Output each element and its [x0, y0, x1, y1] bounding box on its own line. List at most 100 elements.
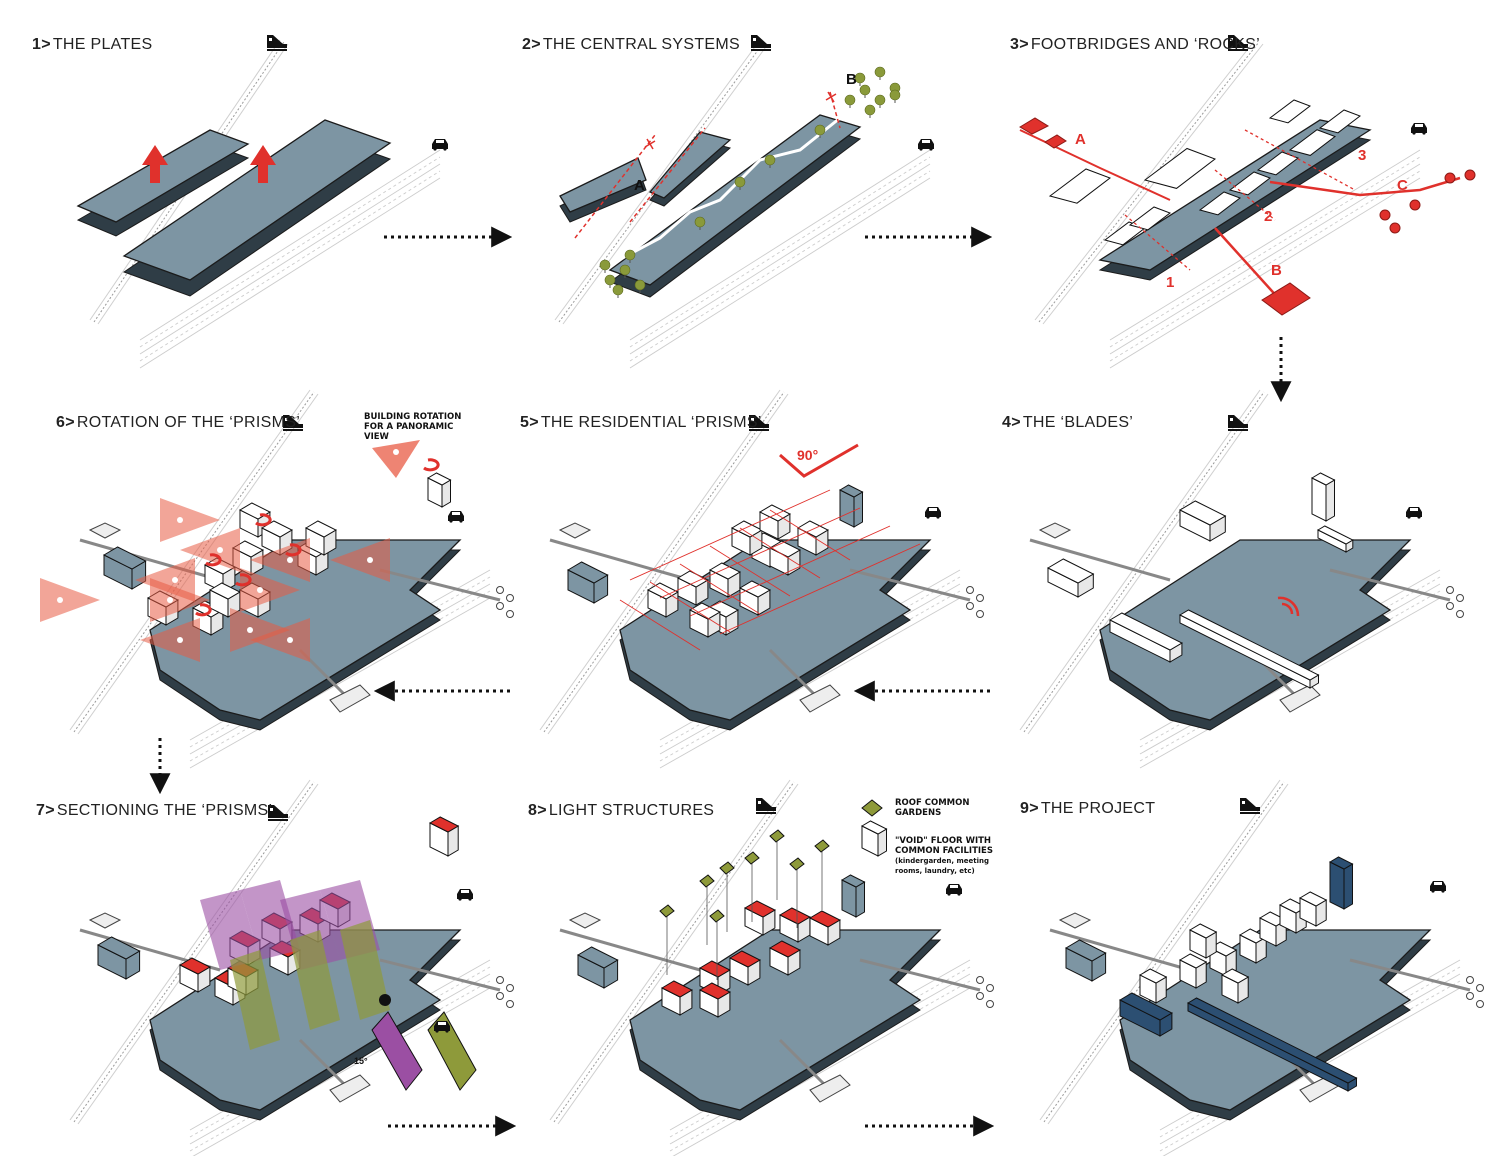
step7-railway-track: [73, 781, 315, 1123]
step2-tree: [612, 284, 624, 298]
car-wheel: [468, 897, 472, 901]
footbridge-c: [379, 958, 501, 992]
step3-pavilion-a: [1019, 117, 1050, 135]
train-icon: [751, 35, 771, 51]
step4-blade-east-top: [1316, 525, 1354, 545]
step-title-text: SECTIONING THE ‘PRISMS’: [56, 802, 273, 819]
step3-pavilion-c: [1409, 199, 1421, 211]
step3-rock: [1256, 151, 1300, 176]
car-window: [1434, 882, 1442, 885]
step-separator: >: [1029, 800, 1039, 817]
step6-road-lane: [189, 597, 491, 769]
pavilion-c: [1476, 984, 1484, 992]
step3-label-3: 3: [1358, 147, 1366, 164]
step9-road-lane: [1159, 987, 1461, 1159]
step2-cut-line-a: [574, 134, 656, 239]
step7-view-section: [340, 920, 390, 1020]
step4-blade-long: [1178, 609, 1320, 689]
pavilion-c: [976, 992, 984, 1000]
step9-blade-long: [1186, 997, 1358, 1092]
step9-block: [1064, 939, 1107, 982]
step2-label-b: B: [846, 71, 857, 88]
step-title-text: LIGHT STRUCTURES: [548, 802, 715, 819]
step7-sun-section: [200, 890, 260, 970]
eye-icon: [247, 627, 253, 633]
tree-crown: [864, 104, 876, 116]
car-icon: [434, 1021, 450, 1033]
step5-prism: [676, 570, 709, 606]
step3-plate-top: [1098, 119, 1372, 271]
car-icon: [1430, 881, 1446, 893]
car-wheel: [1431, 889, 1435, 893]
train-window: [285, 418, 288, 421]
train-base: [756, 812, 776, 814]
step6-prism: [208, 582, 241, 618]
car-wheel: [929, 147, 933, 151]
car-wheel: [459, 519, 463, 523]
car-wheel: [957, 892, 961, 896]
step5-grid-line: [619, 599, 701, 651]
pavilion-a: [88, 522, 122, 539]
step2-tree: [874, 94, 886, 108]
step2-tree: [874, 66, 886, 80]
step2-tree: [599, 259, 611, 273]
rotation-arrow-icon: [423, 458, 440, 472]
footbridge-b: [298, 1038, 352, 1092]
footbridge-a: [1049, 928, 1191, 972]
step3-label-c: C: [1397, 177, 1408, 194]
step9-building: [1238, 928, 1268, 964]
step8-prism-top: [778, 907, 811, 925]
pavilion-b: [329, 1074, 371, 1103]
car-wheel: [919, 147, 923, 151]
step3-road-lane: [1109, 163, 1421, 355]
step-number: 2: [522, 36, 532, 53]
step-4-title: 4>THE ‘BLADES’: [1002, 414, 1133, 432]
step8-footbridges: [559, 912, 994, 1103]
step2-cut-line-a2: [629, 127, 706, 223]
step8-prism: [728, 950, 761, 986]
step5-railway: [539, 389, 789, 735]
step6-prism: [304, 520, 337, 556]
step5-grid-line: [689, 525, 891, 617]
step2-tree: [814, 124, 826, 138]
step5-prism-top: [676, 570, 709, 588]
step9-building: [1138, 968, 1168, 1004]
step2-cut-line-b: [829, 91, 841, 129]
step9-tower-front: [1329, 861, 1345, 910]
step8-prism-top: [743, 900, 776, 918]
step9-blade-front: [1118, 992, 1173, 1037]
step6-railway-track: [77, 393, 319, 735]
step5-railway-track: [547, 393, 789, 735]
eye-icon: [167, 597, 173, 603]
step2-tree: [694, 216, 706, 230]
step7-legend-prism: [428, 816, 460, 857]
footbridge-c: [849, 568, 971, 602]
step9-building-top: [1138, 968, 1168, 984]
pavilion-c: [1476, 1000, 1484, 1008]
step-number: 5: [520, 414, 530, 431]
train-window: [751, 418, 754, 421]
step8-prism: [768, 940, 801, 976]
step2-tree: [634, 279, 646, 293]
pavilion-a: [558, 522, 592, 539]
step-separator: >: [1019, 36, 1029, 53]
train-body: [1228, 415, 1248, 428]
step6-prism-top: [231, 540, 264, 558]
step4-blade-top-top: [1178, 500, 1227, 526]
step6-view-cone: [150, 578, 210, 622]
step3-pavilion-c: [1389, 222, 1401, 234]
step8-prism: [660, 980, 693, 1016]
step-3-title: 3>FOOTBRIDGES AND ‘ROCKS’: [1010, 36, 1260, 54]
car-window: [1410, 508, 1418, 511]
step8-legend-garden: [861, 799, 883, 817]
train-window: [1242, 801, 1245, 804]
pavilion-a: [1038, 522, 1072, 539]
rotation-note: BUILDING ROTATION FOR A PANORAMIC VIEW: [364, 412, 462, 442]
step2-plate-main-top: [608, 114, 862, 286]
step-6-title: 6>ROTATION OF THE ‘PRISMS’: [56, 414, 300, 432]
scissors-icon: [644, 138, 656, 150]
step2-tree: [619, 264, 631, 278]
tree-crown: [634, 279, 646, 291]
step4-plates: [1099, 539, 1412, 731]
pavilion-c: [966, 586, 974, 594]
